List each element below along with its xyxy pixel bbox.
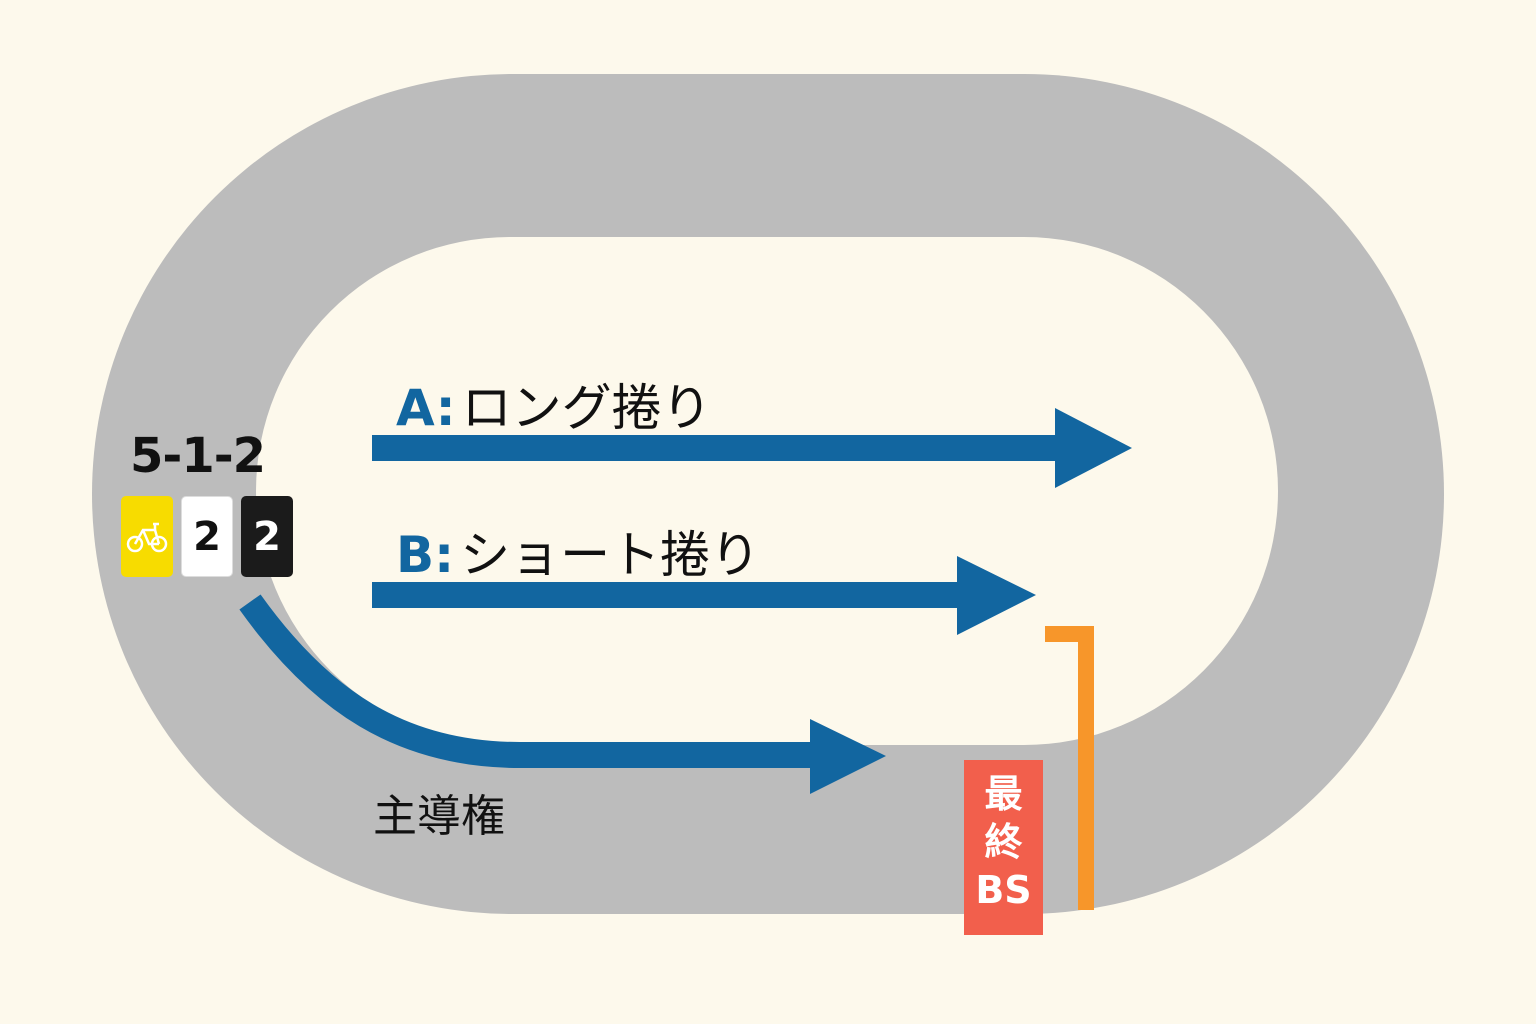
route-a-arrow [372, 408, 1132, 488]
backstretch-marker-line [1045, 626, 1094, 910]
lead-label: 主導権 [373, 791, 505, 842]
rider-badge-yellow [121, 496, 173, 577]
route-a-letter: A: [396, 379, 456, 437]
last-backstretch-marker: 最 終 BS [964, 760, 1043, 935]
last-backstretch-line2: 終 [984, 820, 1023, 864]
route-b-label: B:ショート捲り [396, 515, 760, 587]
route-a-label: A:ロング捲り [396, 368, 712, 440]
route-b-letter: B: [396, 526, 455, 584]
last-backstretch-line3: BS [975, 868, 1032, 912]
last-backstretch-line1: 最 [984, 772, 1023, 816]
route-a-text: ロング捲り [461, 379, 712, 437]
rider-badge-black: 2 [241, 496, 293, 577]
route-b-text: ショート捲り [460, 526, 761, 584]
bicycle-icon [126, 522, 168, 552]
lead-arrow [239, 594, 886, 794]
track-infield [256, 237, 1278, 745]
rider-badge-white: 2 [181, 496, 233, 577]
formation-order: 5-1-2 [130, 428, 266, 484]
route-b-arrow [372, 556, 1036, 635]
